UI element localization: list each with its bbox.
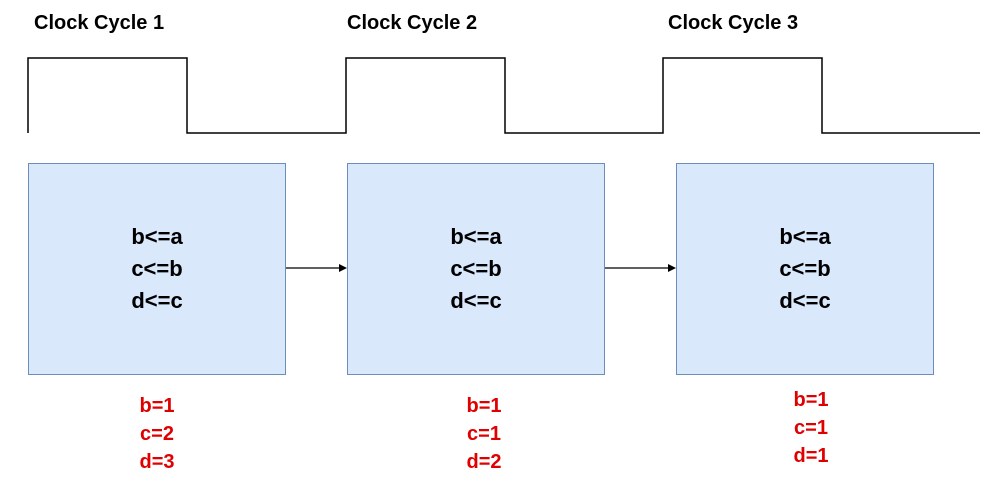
value-d: d=2 — [466, 451, 502, 473]
value-d: d=1 — [793, 445, 829, 467]
statement-d: d<=c — [450, 288, 502, 313]
values-cycle-1: b=1 c=2 d=3 — [97, 392, 217, 476]
block-cycle-1: b<=a c<=b d<=c — [28, 163, 286, 375]
block-cycle-3: b<=a c<=b d<=c — [676, 163, 934, 375]
statement-c: c<=b — [450, 256, 502, 281]
value-b: b=1 — [793, 389, 829, 411]
value-c: c=1 — [467, 423, 501, 445]
block-cycle-2: b<=a c<=b d<=c — [347, 163, 605, 375]
statement-c: c<=b — [131, 256, 183, 281]
value-c: c=1 — [794, 417, 828, 439]
statement-b: b<=a — [131, 224, 183, 249]
value-c: c=2 — [140, 423, 174, 445]
clock-waveform — [27, 57, 980, 134]
statement-b: b<=a — [779, 224, 831, 249]
arrow-block-2-to-3 — [605, 264, 676, 272]
clock-cycle-3-title: Clock Cycle 3 — [668, 12, 799, 34]
clock-cycle-1-title: Clock Cycle 1 — [34, 12, 165, 34]
clock-cycle-2-title: Clock Cycle 2 — [347, 12, 478, 34]
value-d: d=3 — [139, 451, 175, 473]
arrow-block-1-to-2 — [286, 264, 347, 272]
value-b: b=1 — [139, 395, 175, 417]
values-cycle-3: b=1 c=1 d=1 — [751, 386, 871, 470]
statement-d: d<=c — [779, 288, 831, 313]
statement-c: c<=b — [779, 256, 831, 281]
statement-d: d<=c — [131, 288, 183, 313]
value-b: b=1 — [466, 395, 502, 417]
values-cycle-2: b=1 c=1 d=2 — [424, 392, 544, 476]
statement-b: b<=a — [450, 224, 502, 249]
